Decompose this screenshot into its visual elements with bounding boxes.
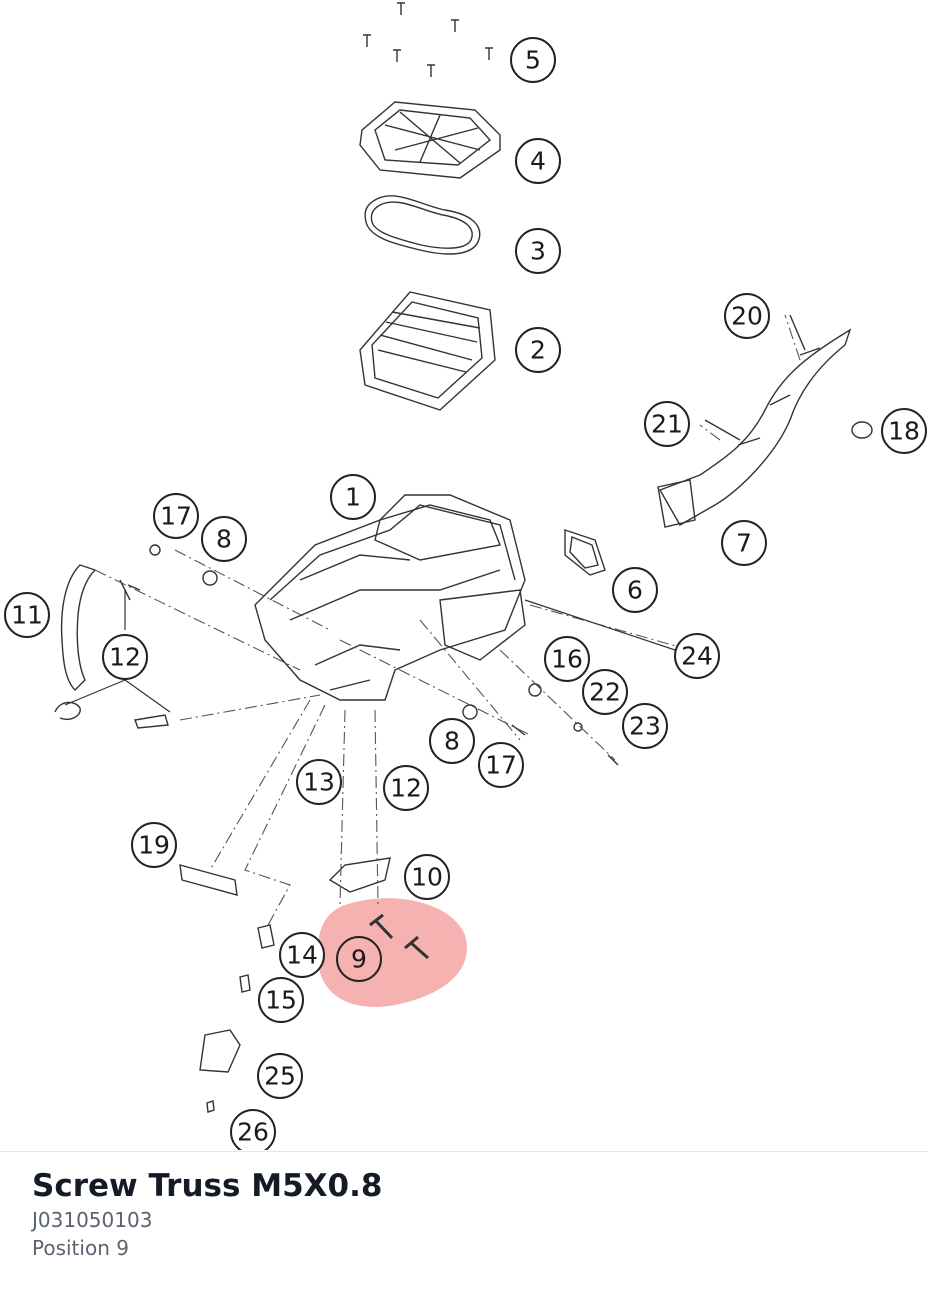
svg-text:23: 23 xyxy=(629,712,661,741)
svg-text:20: 20 xyxy=(731,302,763,331)
callout[interactable]: 25 xyxy=(257,1053,303,1099)
svg-text:3: 3 xyxy=(530,237,546,266)
callout[interactable]: 8 xyxy=(201,516,247,562)
callout[interactable]: 15 xyxy=(258,977,304,1023)
callout[interactable]: 1 xyxy=(330,474,376,520)
svg-text:10: 10 xyxy=(411,863,443,892)
intake-snorkel-part xyxy=(658,328,852,526)
air-filter-part xyxy=(359,291,496,411)
cover-25-part xyxy=(199,1029,241,1073)
svg-text:22: 22 xyxy=(589,678,621,707)
divider xyxy=(0,1151,928,1152)
sensor-19-part xyxy=(179,864,238,896)
svg-text:12: 12 xyxy=(109,643,141,672)
callout-selected[interactable]: 9 xyxy=(336,936,382,982)
svg-text:19: 19 xyxy=(138,831,170,860)
gasket-part xyxy=(364,195,481,255)
svg-text:14: 14 xyxy=(286,941,318,970)
svg-text:15: 15 xyxy=(265,986,297,1015)
filter-cover-part xyxy=(359,101,501,179)
rubber-seal-part xyxy=(564,529,606,576)
callout[interactable]: 17 xyxy=(153,493,199,539)
svg-text:26: 26 xyxy=(237,1118,269,1147)
callout[interactable]: 12 xyxy=(102,634,148,680)
callout-label: 5 xyxy=(525,46,541,75)
screw-9-b xyxy=(404,935,429,960)
callout-layer: 5 4 3 2 20 21 18 1 17 8 7 6 11 12 24 16 … xyxy=(4,37,927,1150)
part-name: Screw Truss M5X0.8 xyxy=(32,1168,383,1204)
callout[interactable]: 18 xyxy=(881,408,927,454)
svg-text:9: 9 xyxy=(351,945,367,974)
svg-text:24: 24 xyxy=(681,642,713,671)
svg-text:2: 2 xyxy=(530,336,546,365)
callout[interactable]: 14 xyxy=(279,932,325,978)
svg-text:12: 12 xyxy=(390,774,422,803)
airbox-housing-part xyxy=(254,494,526,701)
svg-text:1: 1 xyxy=(345,483,361,512)
svg-text:8: 8 xyxy=(216,525,232,554)
callout[interactable]: 20 xyxy=(724,293,770,339)
callout[interactable]: 17 xyxy=(478,742,524,788)
callout[interactable]: 2 xyxy=(515,327,561,373)
callout[interactable]: 7 xyxy=(721,520,767,566)
svg-text:21: 21 xyxy=(651,410,683,439)
callout[interactable]: 23 xyxy=(622,703,668,749)
callout[interactable]: 5 xyxy=(510,37,556,83)
callout[interactable]: 4 xyxy=(515,138,561,184)
callout[interactable]: 8 xyxy=(429,718,475,764)
grommet-18-part xyxy=(851,421,873,439)
callout[interactable]: 24 xyxy=(674,633,720,679)
callout[interactable]: 22 xyxy=(582,669,628,715)
part-position: Position 9 xyxy=(32,1236,129,1260)
screw-9-a xyxy=(369,913,394,940)
callout[interactable]: 19 xyxy=(131,822,177,868)
callout[interactable]: 13 xyxy=(296,759,342,805)
callout[interactable]: 12 xyxy=(383,765,429,811)
part-number: J031050103 xyxy=(32,1208,153,1232)
svg-text:17: 17 xyxy=(160,502,192,531)
svg-text:25: 25 xyxy=(264,1062,296,1091)
svg-text:8: 8 xyxy=(444,727,460,756)
callout[interactable]: 11 xyxy=(4,592,50,638)
screws-5-group xyxy=(363,2,493,77)
svg-text:18: 18 xyxy=(888,417,920,446)
bracket-10-part xyxy=(328,857,391,893)
callout[interactable]: 3 xyxy=(515,228,561,274)
svg-text:13: 13 xyxy=(303,768,335,797)
callout[interactable]: 21 xyxy=(644,401,690,447)
svg-text:16: 16 xyxy=(551,645,583,674)
hose-part xyxy=(60,564,97,691)
svg-text:6: 6 xyxy=(627,576,643,605)
callout[interactable]: 10 xyxy=(404,854,450,900)
part-info-panel: Screw Truss M5X0.8 J031050103 Position 9 xyxy=(32,1166,912,1262)
callout[interactable]: 16 xyxy=(544,636,590,682)
svg-text:11: 11 xyxy=(11,601,43,630)
svg-text:17: 17 xyxy=(485,751,517,780)
svg-text:4: 4 xyxy=(530,147,546,176)
callout[interactable]: 6 xyxy=(612,567,658,613)
svg-text:7: 7 xyxy=(736,529,752,558)
callout[interactable]: 26 xyxy=(230,1109,276,1150)
